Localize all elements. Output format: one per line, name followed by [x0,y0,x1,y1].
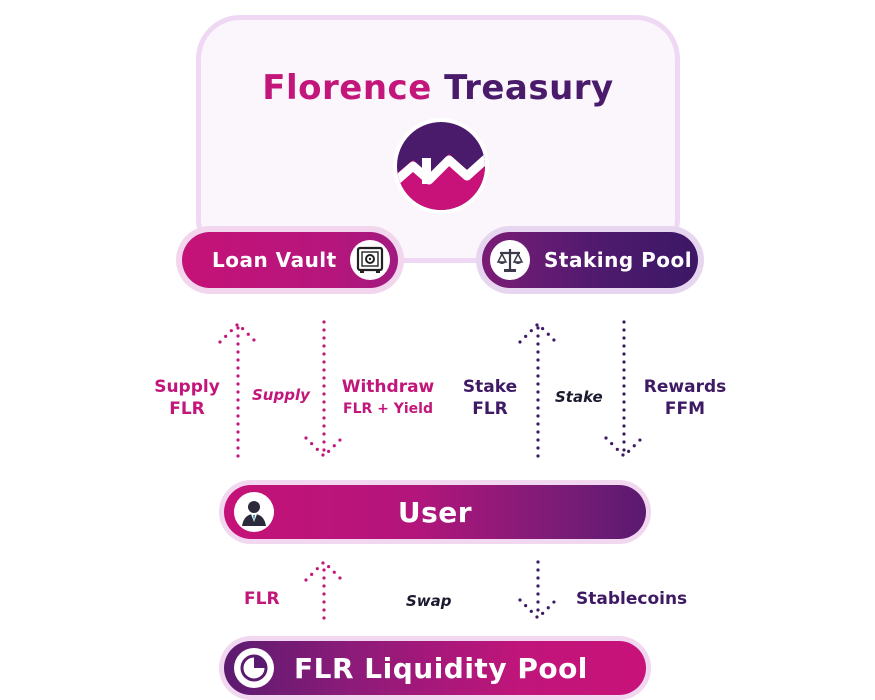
pie-chart-icon [234,648,274,688]
user-pill[interactable]: User [219,480,651,544]
rewards-line2: FFM [664,399,706,419]
title-word-treasury: Treasury [444,68,614,108]
loan-vault-pill[interactable]: Loan Vault [176,226,404,294]
liquidity-pool-pill[interactable]: FLR Liquidity Pool [219,636,651,700]
stake-flr-line2: FLR [472,399,508,419]
staking-pool-pill[interactable]: Staking Pool [476,226,704,294]
title-word-florence: Florence [262,68,432,108]
treasury-card: Florence Treasury [196,15,680,263]
arrow-supply-up [218,321,258,458]
florence-logo-icon [393,118,489,214]
balance-scale-icon [490,240,530,280]
arrow-withdraw-down [304,320,344,459]
arrow-stablecoins-down [518,560,558,621]
treasury-title: Florence Treasury [201,68,675,108]
user-label: User [397,495,473,529]
withdraw-line1: Withdraw [341,377,435,397]
flr-label: FLR [244,589,280,609]
supply-middle-label: Supply [252,386,310,404]
staking-pool-label: Staking Pool [544,248,693,272]
arrow-rewards-down [604,320,644,459]
withdraw-line2: FLR + Yield [343,401,433,417]
stablecoins-label: Stablecoins [576,589,688,609]
withdraw-label: Withdraw FLR + Yield [336,376,440,420]
supply-flr-label: Supply FLR [150,376,224,420]
supply-flr-line1: Supply [154,377,220,397]
stake-middle-label: Stake [555,388,603,406]
arrow-flr-up [304,559,344,620]
swap-label: Swap [406,592,452,610]
user-avatar-icon [234,492,274,532]
liquidity-pool-label: FLR Liquidity Pool [294,651,588,685]
stake-flr-line1: Stake [462,377,518,397]
stake-flr-label: Stake FLR [460,376,520,420]
rewards-line1: Rewards [643,377,727,397]
arrow-stake-up [518,321,558,458]
vault-safe-icon [350,240,390,280]
rewards-ffm-label: Rewards FFM [640,376,730,420]
supply-flr-line2: FLR [169,399,205,419]
loan-vault-label: Loan Vault [212,248,337,272]
